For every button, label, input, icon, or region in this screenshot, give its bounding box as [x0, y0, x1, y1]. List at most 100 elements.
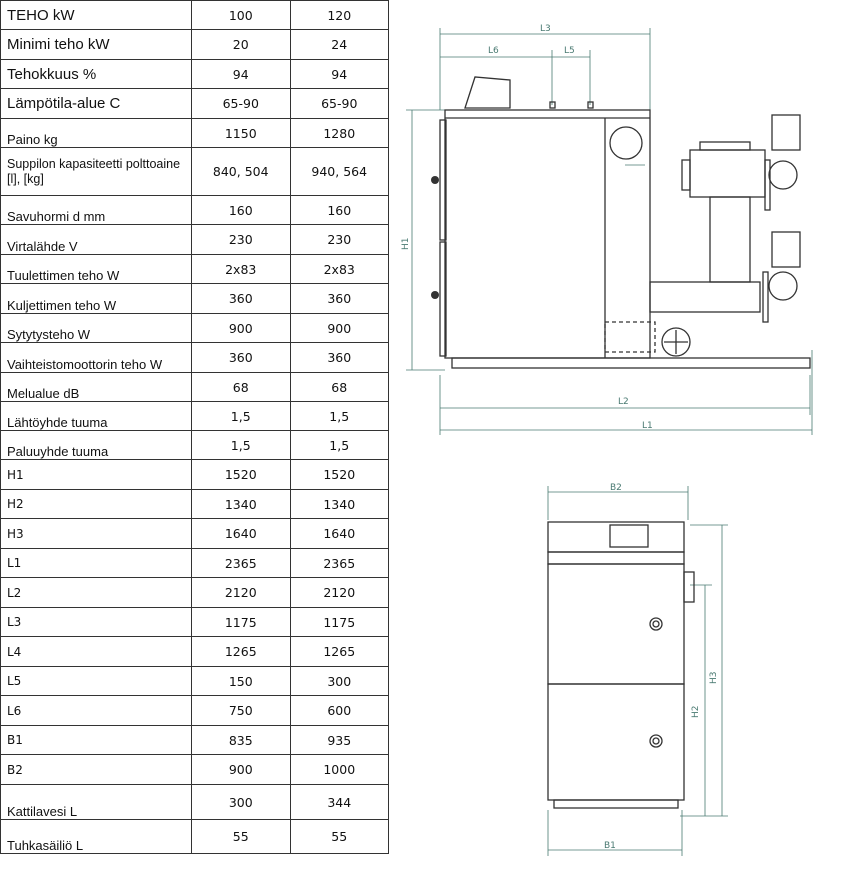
value-col2: 600: [289, 695, 389, 726]
row-label: Virtalähde V: [0, 224, 192, 255]
value-120kw-col1: 55: [191, 819, 291, 854]
value-col2: 120: [289, 0, 389, 30]
value-col2: 300: [289, 666, 389, 696]
value-120kw-col1: 360: [191, 342, 291, 373]
value-col2: 2365: [289, 548, 389, 578]
value-col2: 160: [289, 195, 389, 225]
row-label: Tuulettimen teho W: [0, 254, 192, 284]
value-120kw-col1: 900: [191, 313, 291, 343]
value-col2: 2x83: [289, 254, 389, 284]
value-120kw-col1: 1520: [191, 459, 291, 490]
value-col2: 344: [289, 784, 389, 820]
value-col2: 1265: [289, 636, 389, 667]
row-label: Vaihteistomoottorin teho W: [0, 342, 192, 373]
value-col2: 900: [289, 313, 389, 343]
row-label: Tuhkasäiliö L: [0, 819, 192, 854]
value-col2: 1340: [289, 489, 389, 519]
value-120kw-col1: 2365: [191, 548, 291, 578]
dim-label-b1: B1: [604, 841, 616, 851]
value-col2: 1,5: [289, 401, 389, 431]
value-120kw-col1: 160: [191, 195, 291, 225]
value-col2: 94: [289, 59, 389, 89]
row-label: Kuljettimen teho W: [0, 283, 192, 314]
row-label: Paluuyhde tuuma: [0, 430, 192, 460]
value-120kw-col1: 1640: [191, 518, 291, 549]
row-label: Minimi teho kW: [0, 29, 192, 60]
value-col2: 1520: [289, 459, 389, 490]
row-label: B1: [0, 725, 192, 755]
value-120kw-col1: 840, 504: [191, 147, 291, 196]
row-label: H1: [0, 459, 192, 490]
value-120kw-col1: 230: [191, 224, 291, 255]
table-row: Suppilon kapasiteetti polttoaine [l], [k…: [0, 147, 389, 196]
value-col2: 935: [289, 725, 389, 755]
value-120kw-col1: 1265: [191, 636, 291, 667]
value-120kw-col1: 1175: [191, 607, 291, 637]
value-120kw-col1: 20: [191, 29, 291, 60]
dim-label-h1: H1: [401, 238, 411, 251]
dim-label-l6: L6: [488, 46, 499, 56]
value-col2: 940, 564: [289, 147, 389, 196]
row-label: Kattilavesi L: [0, 784, 192, 820]
value-120kw-col1: 835: [191, 725, 291, 755]
value-col2: 360: [289, 342, 389, 373]
value-120kw-col1: 300: [191, 784, 291, 820]
row-label: Sytytysteho W: [0, 313, 192, 343]
value-col2: 24: [289, 29, 389, 60]
value-col2: 65-90: [289, 88, 389, 119]
row-label: L1: [0, 548, 192, 578]
row-label: H3: [0, 518, 192, 549]
value-120kw-col1: 150: [191, 666, 291, 696]
row-label: Melualue dB: [0, 372, 192, 402]
row-label: L3: [0, 607, 192, 637]
row-label: TEHO kW: [0, 0, 192, 30]
row-label: L6: [0, 695, 192, 726]
row-label: Tehokkuus %: [0, 59, 192, 89]
value-120kw-col1: 1340: [191, 489, 291, 519]
value-120kw-col1: 100: [191, 0, 291, 30]
dim-label-h2: H2: [691, 706, 701, 719]
row-label: H2: [0, 489, 192, 519]
row-label: Paino kg: [0, 118, 192, 148]
row-label: Lähtöyhde tuuma: [0, 401, 192, 431]
dim-label-b2: B2: [610, 483, 622, 493]
value-120kw-col1: 900: [191, 754, 291, 785]
row-label: L5: [0, 666, 192, 696]
value-120kw-col1: 1,5: [191, 430, 291, 460]
value-120kw-col1: 360: [191, 283, 291, 314]
row-label: Savuhormi d mm: [0, 195, 192, 225]
row-label: Lämpötila-alue C: [0, 88, 192, 119]
value-120kw-col1: 94: [191, 59, 291, 89]
value-120kw-col1: 2120: [191, 577, 291, 608]
dim-label-h3: H3: [709, 672, 719, 685]
row-label: L4: [0, 636, 192, 667]
dim-label-l1: L1: [642, 421, 653, 431]
dim-label-l3: L3: [540, 24, 551, 34]
front-view-diagram: B2 B1 H2 H3: [547, 483, 728, 856]
value-120kw-col1: 2x83: [191, 254, 291, 284]
value-col2: 1,5: [289, 430, 389, 460]
value-col2: 55: [289, 819, 389, 854]
